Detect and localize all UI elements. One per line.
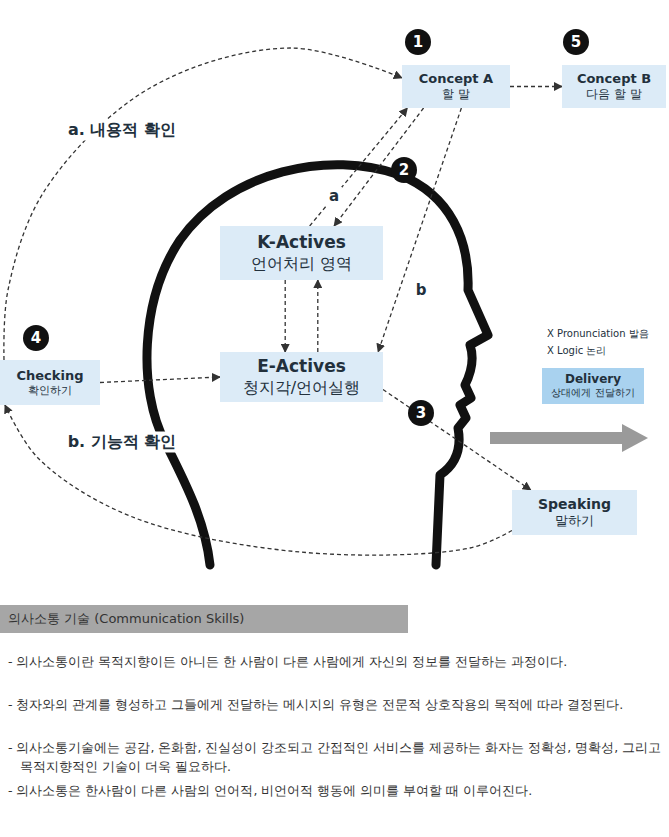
node-subtitle: 확인하기	[28, 384, 72, 398]
process-box: K-Actives언어처리 영역	[220, 226, 383, 280]
edge-label: b. 기능적 확인	[65, 432, 180, 453]
dashed-connector	[317, 280, 318, 352]
dashed-connector	[100, 377, 220, 383]
node-subtitle: 언어처리 영역	[251, 254, 352, 274]
node-title: K-Actives	[257, 232, 346, 253]
callout-number: 2	[391, 157, 417, 183]
node-title: E-Actives	[257, 356, 346, 377]
concept-box: Concept A할 말	[402, 65, 510, 108]
node-subtitle: 할 말	[442, 87, 470, 102]
dashed-connector	[510, 86, 562, 87]
section-band: 의사소통 기술 (Communication Skills)	[0, 605, 408, 633]
edge-label: a	[326, 187, 342, 205]
concept-box: Concept B다음 할 말	[562, 65, 666, 108]
delivery-box: Delivery상대에게 전달하기	[542, 368, 644, 404]
node-subtitle: 다음 할 말	[586, 87, 642, 102]
callout-number: 5	[563, 29, 589, 55]
edge-label: a. 내용적 확인	[65, 120, 179, 141]
dashed-connector	[383, 390, 531, 491]
dashed-connector	[4, 48, 402, 360]
callout-number: 3	[408, 400, 434, 426]
bullet-note: - 의사소통이란 목적지향이든 아니든 한 사람이 다른 사람에게 자신의 정보…	[8, 652, 663, 671]
node-subtitle: 상대에게 전달하기	[551, 387, 634, 400]
node-title: Concept A	[419, 71, 493, 87]
delivery-note: X Logic 논리	[547, 344, 606, 358]
node-title: Checking	[17, 368, 84, 384]
speaking-box: Speaking말하기	[512, 490, 637, 535]
dashed-connector	[5, 405, 512, 555]
node-title: Concept B	[577, 71, 651, 87]
bullet-note: - 청자와의 관계를 형성하고 그들에게 전달하는 메시지의 유형은 전문적 상…	[8, 695, 663, 714]
delivery-arrow-head	[622, 424, 648, 452]
bullet-note: - 의사소통기술에는 공감, 온화함, 진실성이 강조되고 간접적인 서비스를 …	[8, 738, 663, 777]
node-title: 의사소통 기술 (Communication Skills)	[8, 611, 244, 627]
node-subtitle: 말하기	[555, 513, 594, 529]
checking-box: Checking확인하기	[0, 360, 100, 405]
edge-label: b	[413, 281, 430, 299]
bullet-note: - 의사소통은 한사람이 다른 사람의 언어적, 비언어적 행동에 의미를 부여…	[8, 781, 663, 800]
node-title: Delivery	[565, 372, 621, 387]
dashed-connector	[334, 108, 424, 226]
head-silhouette	[147, 165, 488, 565]
callout-number: 4	[23, 325, 49, 351]
delivery-note: X Pronunciation 발음	[547, 327, 649, 341]
node-subtitle: 청지각/언어실행	[243, 378, 360, 398]
process-box: E-Actives청지각/언어실행	[220, 352, 383, 402]
dashed-connector	[285, 280, 286, 352]
delivery-arrow-shaft	[490, 432, 625, 444]
dashed-connector	[378, 108, 461, 352]
callout-number: 1	[405, 29, 431, 55]
node-title: Speaking	[538, 496, 611, 514]
